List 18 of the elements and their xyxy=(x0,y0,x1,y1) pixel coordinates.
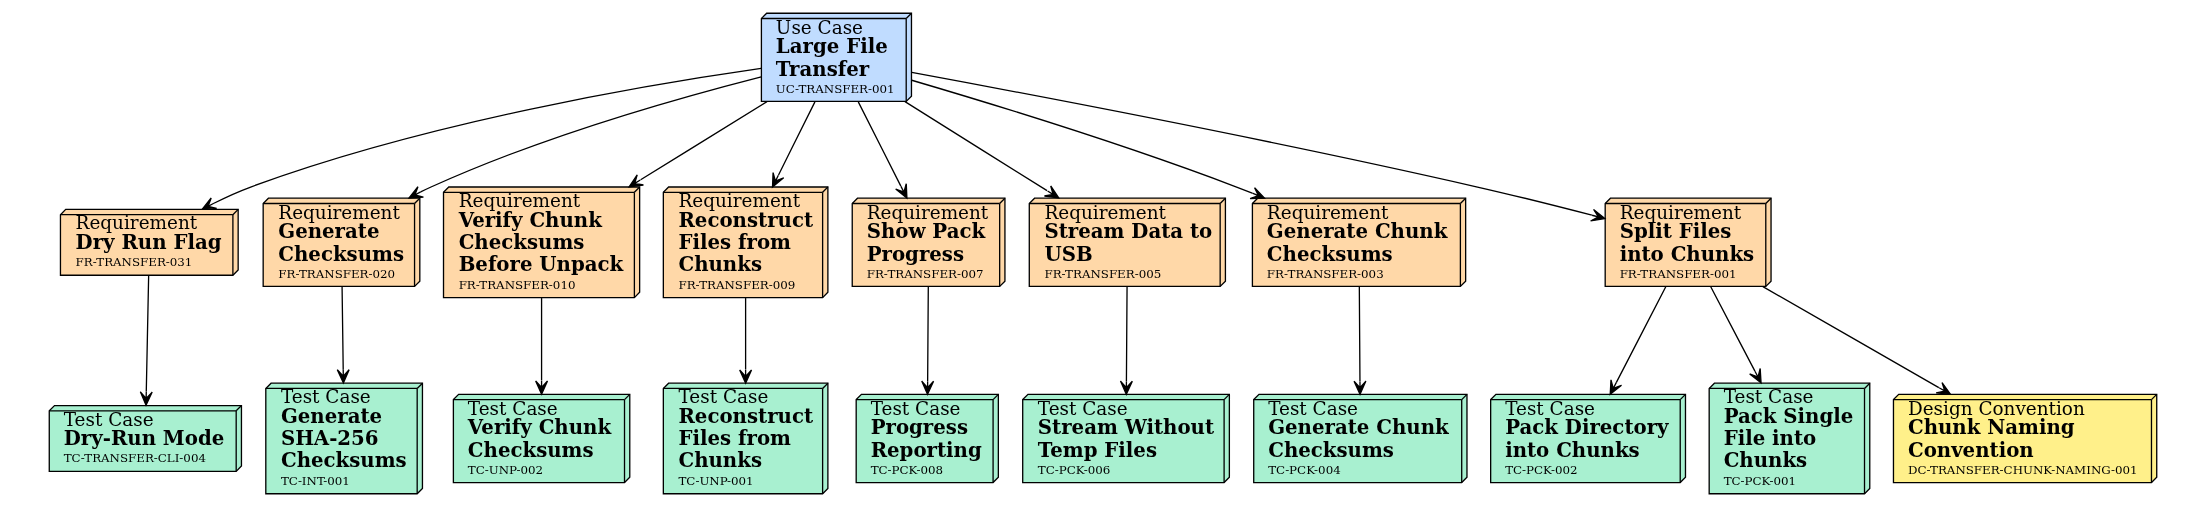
arrow xyxy=(910,71,1605,222)
arrow xyxy=(1761,285,1951,395)
arrow xyxy=(201,67,762,210)
arrow xyxy=(771,101,816,188)
arrow xyxy=(336,285,350,384)
arrow xyxy=(1709,285,1762,384)
arrow xyxy=(139,274,153,406)
arrow xyxy=(903,101,1059,199)
arrow xyxy=(738,297,752,384)
arrow xyxy=(857,101,908,199)
arrow xyxy=(1119,285,1133,395)
arrow xyxy=(407,76,762,199)
arrow xyxy=(627,101,768,188)
arrow xyxy=(1609,285,1667,395)
arrow xyxy=(910,79,1265,200)
arrow xyxy=(534,297,548,395)
arrow xyxy=(1352,285,1367,395)
arrow xyxy=(920,285,934,395)
